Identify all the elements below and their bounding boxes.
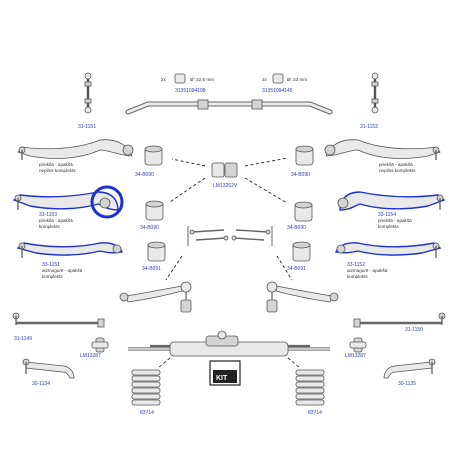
steering-rack[interactable] xyxy=(128,330,330,357)
highlight-ring xyxy=(90,185,124,219)
bushing-center[interactable] xyxy=(211,162,238,178)
desc-upper-left-2: nepilns komplekts xyxy=(39,168,76,173)
stabilizer-link-right-label: 31-1152 xyxy=(360,124,378,130)
control-arm-low-right[interactable] xyxy=(335,242,442,258)
bushing-low-left[interactable] xyxy=(147,241,166,262)
desc-upper-left-1: priekšā - apakšā xyxy=(39,162,73,167)
desc-mid-right-2: komplekts xyxy=(378,224,399,229)
leader-dash xyxy=(171,158,206,167)
bushing-top-left-label: 34-B090 xyxy=(135,172,154,178)
control-arm-upper-left[interactable] xyxy=(17,139,134,160)
tie-rod-right-label: 31-1150 xyxy=(405,327,423,333)
bushing-mid-right[interactable] xyxy=(294,201,313,222)
leader-dash xyxy=(165,255,183,281)
bushing-mid-left-label: 34-B090 xyxy=(140,225,159,231)
control-arm-mid-left[interactable] xyxy=(12,191,119,211)
kit-box[interactable]: KIT xyxy=(209,360,241,386)
stabilizer-option-left[interactable]: 2x Ø: 22,5 mm 31351094108 xyxy=(161,73,214,94)
stabilizer-bush-left xyxy=(197,99,209,110)
bushing-low-right[interactable] xyxy=(292,241,311,262)
desc-upper-right-2: nepilns komplekts xyxy=(379,168,416,173)
bushing-mid-left[interactable] xyxy=(145,200,164,221)
tie-rod-end-right-label: 30-1135 xyxy=(398,381,416,387)
control-arm-set-thumbnail[interactable] xyxy=(187,226,273,246)
desc-mid-right-1: priekšā - apakšā xyxy=(378,218,412,223)
stabilizer-right-code: 31351094145 xyxy=(262,88,293,94)
desc-mid-left-2: komplekts xyxy=(39,224,60,229)
desc-upper-right-1: priekšā - apakšā xyxy=(379,162,413,167)
tie-rod-end-left-label: 30-1134 xyxy=(32,381,50,387)
leader-dash xyxy=(244,177,288,204)
boot-right-label: LM13287 xyxy=(345,353,366,359)
bellow-left-label: 83714 xyxy=(140,410,154,416)
bushing-top-right-label: 34-B090 xyxy=(291,172,310,178)
bellow-right[interactable] xyxy=(295,369,325,406)
desc-low-left-1: aizmugurē - apakšā xyxy=(42,268,83,273)
control-arm-low-left-label: 33-1151 xyxy=(42,262,60,268)
stabilizer-left-diameter: Ø: 22,5 mm xyxy=(190,77,214,82)
tie-rod-left[interactable] xyxy=(12,312,105,328)
stabilizer-bush-icon-left xyxy=(174,73,186,84)
leader-dash xyxy=(244,157,289,167)
bellow-right-label: 83714 xyxy=(308,410,322,416)
stabilizer-bush-icon-right xyxy=(272,73,284,84)
desc-low-right-2: komplekts xyxy=(347,274,368,279)
bellow-left[interactable] xyxy=(131,369,161,406)
desc-low-right-1: aizmugurē - apakšā xyxy=(347,268,388,273)
desc-low-left-2: komplekts xyxy=(42,274,63,279)
tie-rod-end-left[interactable] xyxy=(22,358,75,379)
tie-rod-end-right[interactable] xyxy=(383,358,436,379)
stabilizer-right-diameter: Ø: 23 mm xyxy=(287,77,307,82)
stabilizer-option-right[interactable]: 2x Ø: 23 mm 31351094145 xyxy=(262,73,307,94)
boot-left-label: LM13287 xyxy=(80,353,101,359)
leader-dash xyxy=(287,357,301,369)
rear-arm-left-drawing[interactable] xyxy=(119,281,192,313)
leader-dash xyxy=(157,357,171,369)
leader-dash xyxy=(276,255,293,281)
boot-right[interactable] xyxy=(349,337,367,353)
stabilizer-link-left-label: 31-1151 xyxy=(78,124,96,130)
stabilizer-left-qty: 2x xyxy=(161,77,167,82)
bushing-mid-right-label: 34-B090 xyxy=(287,225,306,231)
bushing-low-right-label: 34-B091 xyxy=(287,266,306,272)
stabilizer-bush-right xyxy=(251,99,263,110)
kit-label: KIT xyxy=(216,375,228,382)
control-arm-mid-right[interactable] xyxy=(337,191,446,211)
leader-dash xyxy=(169,177,206,203)
tie-rod-left-label: 31-1149 xyxy=(14,336,32,342)
boot-left[interactable] xyxy=(91,337,109,353)
bushing-low-left-label: 34-B091 xyxy=(142,266,161,272)
control-arm-mid-right-label: 33-1154 xyxy=(378,212,396,218)
control-arm-upper-right[interactable] xyxy=(324,139,441,160)
control-arm-low-right-label: 33-1152 xyxy=(347,262,365,268)
control-arm-low-left[interactable] xyxy=(16,242,123,258)
bushing-top-left[interactable] xyxy=(144,145,163,166)
stabilizer-link-left[interactable] xyxy=(84,72,92,114)
bushing-center-label: LM13262V xyxy=(213,183,238,189)
stabilizer-left-code: 31351094108 xyxy=(175,88,206,94)
bushing-top-right[interactable] xyxy=(295,145,314,166)
stabilizer-link-right[interactable] xyxy=(371,72,379,114)
control-arm-mid-left-label: 33-1153 xyxy=(39,212,57,218)
tie-rod-right[interactable] xyxy=(353,312,446,328)
stabilizer-right-qty: 2x xyxy=(262,77,268,82)
rear-arm-right-drawing[interactable] xyxy=(266,281,339,313)
desc-mid-left-1: priekšā - apakšā xyxy=(39,218,73,223)
